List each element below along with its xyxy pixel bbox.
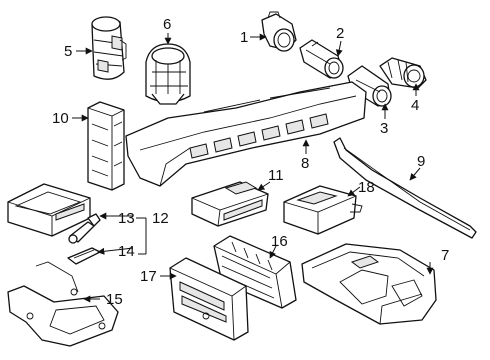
callout-16: 16 xyxy=(271,233,288,250)
callout-6: 6 xyxy=(163,16,171,33)
part-6-rotary-knob xyxy=(145,43,191,105)
callout-12: 12 xyxy=(152,210,169,227)
part-10-control-module xyxy=(87,101,125,191)
part-14-connector xyxy=(67,247,101,265)
part-2-power-outlet xyxy=(299,39,344,79)
callout-14: 14 xyxy=(118,243,135,260)
callout-15: 15 xyxy=(106,291,123,308)
part-1-bezel-ring xyxy=(261,11,297,52)
part-17-ecu-bracket xyxy=(169,257,249,341)
part-7-storage-tray xyxy=(301,243,437,325)
part-15-mount-bracket xyxy=(7,261,119,347)
callout-8: 8 xyxy=(301,155,309,172)
part-12-module-assembly xyxy=(7,183,91,237)
part-4-lighter-element xyxy=(379,57,427,89)
part-5-cup-holder xyxy=(91,16,127,80)
part-8-console-panel xyxy=(125,81,367,187)
callout-1: 1 xyxy=(240,29,248,46)
callout-5: 5 xyxy=(64,43,72,60)
part-18-module xyxy=(283,185,363,235)
callouts: 1 2 3 4 5 6 7 8 9 10 11 12 13 14 15 16 1… xyxy=(52,16,449,308)
callout-7: 7 xyxy=(441,247,449,264)
callout-2: 2 xyxy=(336,25,344,42)
callout-18: 18 xyxy=(358,179,375,196)
callout-17: 17 xyxy=(140,268,157,285)
part-13-fuse xyxy=(68,213,101,244)
part-11-electronic-module xyxy=(191,181,269,227)
callout-13: 13 xyxy=(118,210,135,227)
callout-3: 3 xyxy=(380,120,388,137)
callout-4: 4 xyxy=(411,97,419,114)
leader-lines xyxy=(72,33,434,303)
part-9-harness-strip xyxy=(333,137,477,239)
callout-10: 10 xyxy=(52,110,69,127)
callout-9: 9 xyxy=(417,153,425,170)
callout-11: 11 xyxy=(268,167,284,184)
